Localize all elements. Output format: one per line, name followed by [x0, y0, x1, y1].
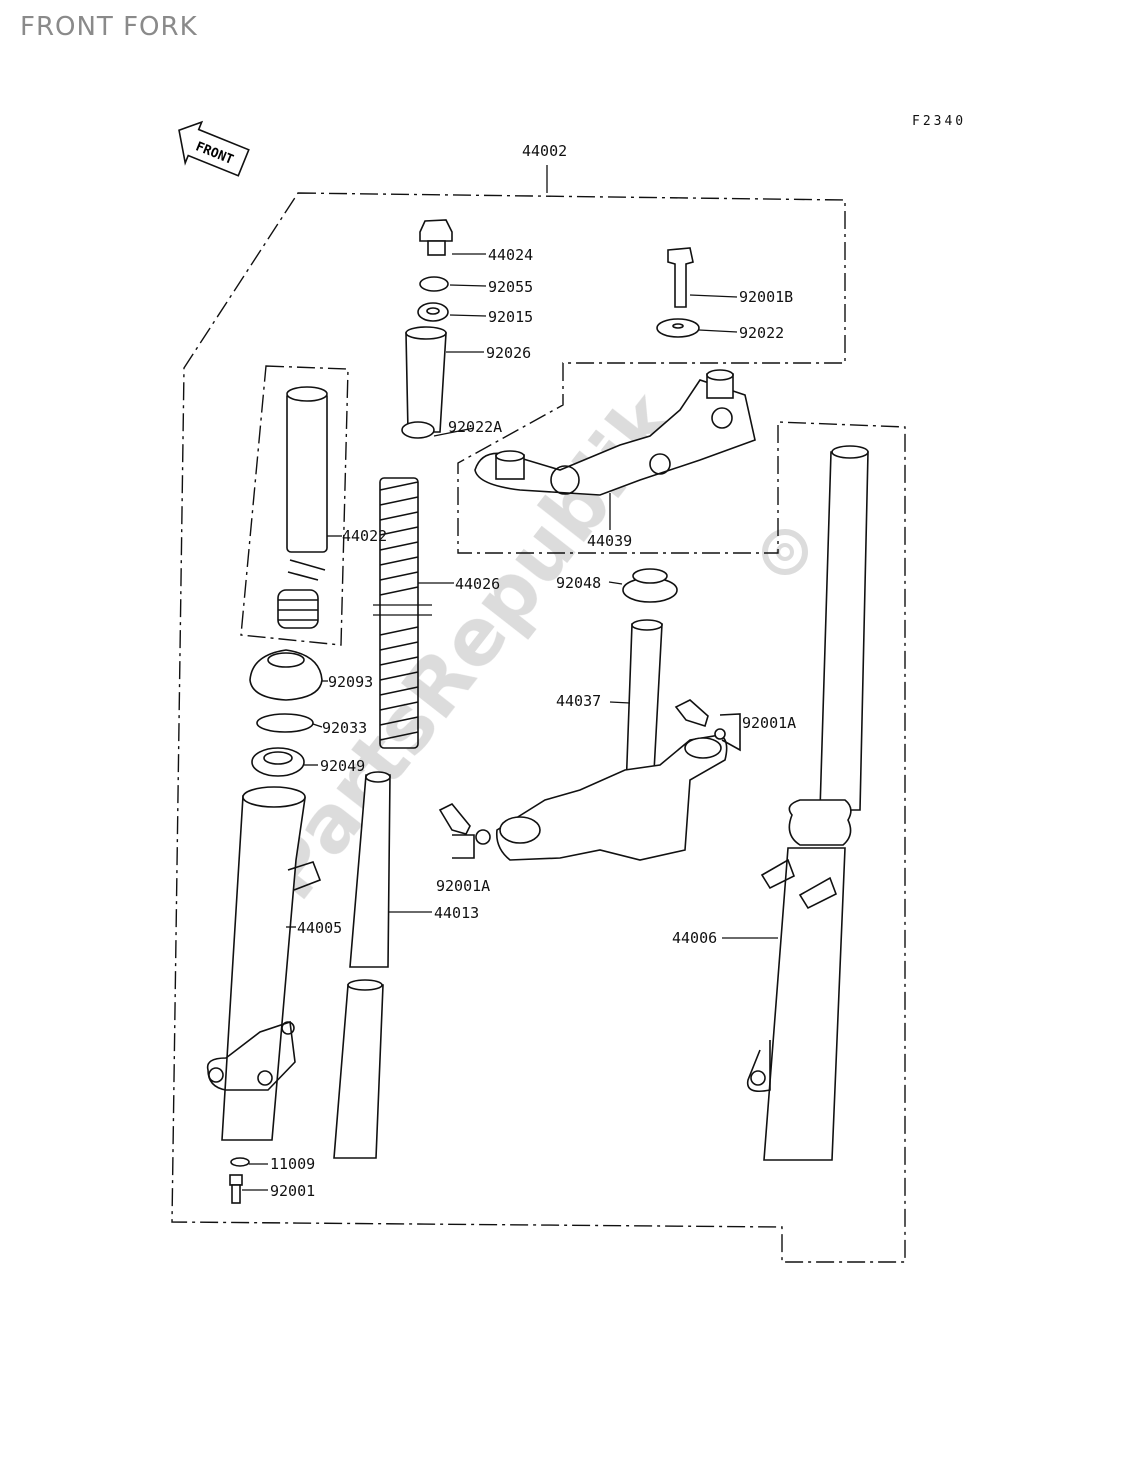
label-92015: 92015 [488, 308, 533, 326]
outer-tube-left [206, 786, 322, 1141]
upper-bracket [474, 369, 756, 530]
front-direction-arrow-icon: FRONT [178, 120, 250, 177]
spacer-collar [405, 326, 484, 433]
retaining-ring [256, 713, 314, 733]
inner-tube [333, 771, 432, 1159]
label-44037: 44037 [556, 692, 601, 710]
label-92022: 92022 [739, 324, 784, 342]
outer-tube-right [722, 445, 869, 1161]
label-92093: 92093 [328, 673, 373, 691]
assembly-boundary [171, 192, 906, 1263]
drawing-code: F2340 [912, 114, 966, 129]
label-92026: 92026 [486, 344, 531, 362]
dust-seal [249, 649, 328, 701]
part-labels: 44002 44024 92055 92015 92026 92022A 920… [270, 142, 796, 1200]
pinch-bolt-lower [438, 802, 491, 859]
label-92022A: 92022A [448, 418, 502, 436]
label-92001A-upper: 92001A [742, 714, 796, 732]
label-44002: 44002 [522, 142, 567, 160]
label-92001B: 92001B [739, 288, 793, 306]
label-92048: 92048 [556, 574, 601, 592]
page-title: FRONT FORK [20, 12, 198, 42]
label-92001A-lower: 92001A [436, 877, 490, 895]
washer [417, 302, 449, 322]
watermark-gear-icon [762, 529, 808, 575]
label-44022: 44022 [342, 527, 387, 545]
label-92001: 92001 [270, 1182, 315, 1200]
fork-spring [373, 477, 454, 749]
label-92049: 92049 [320, 757, 365, 775]
label-44026: 44026 [455, 575, 500, 593]
gasket [230, 1157, 250, 1167]
steering-bearing [608, 568, 678, 603]
label-44013: 44013 [434, 904, 479, 922]
handlebar-bolt [667, 247, 738, 308]
bottom-bolt [229, 1174, 268, 1204]
pinch-bolt-upper [674, 699, 741, 752]
subkit-boundary [240, 365, 349, 646]
fork-washer [401, 421, 435, 439]
steering-stem [495, 619, 728, 861]
label-44006: 44006 [672, 929, 717, 947]
label-11009: 11009 [270, 1155, 315, 1173]
fork-cap-bolt [419, 219, 486, 256]
label-44005: 44005 [297, 919, 342, 937]
label-44039: 44039 [587, 532, 632, 550]
cylinder-assembly [277, 386, 342, 629]
label-92055: 92055 [488, 278, 533, 296]
label-44024: 44024 [488, 246, 533, 264]
label-92033: 92033 [322, 719, 367, 737]
o-ring [419, 276, 449, 292]
